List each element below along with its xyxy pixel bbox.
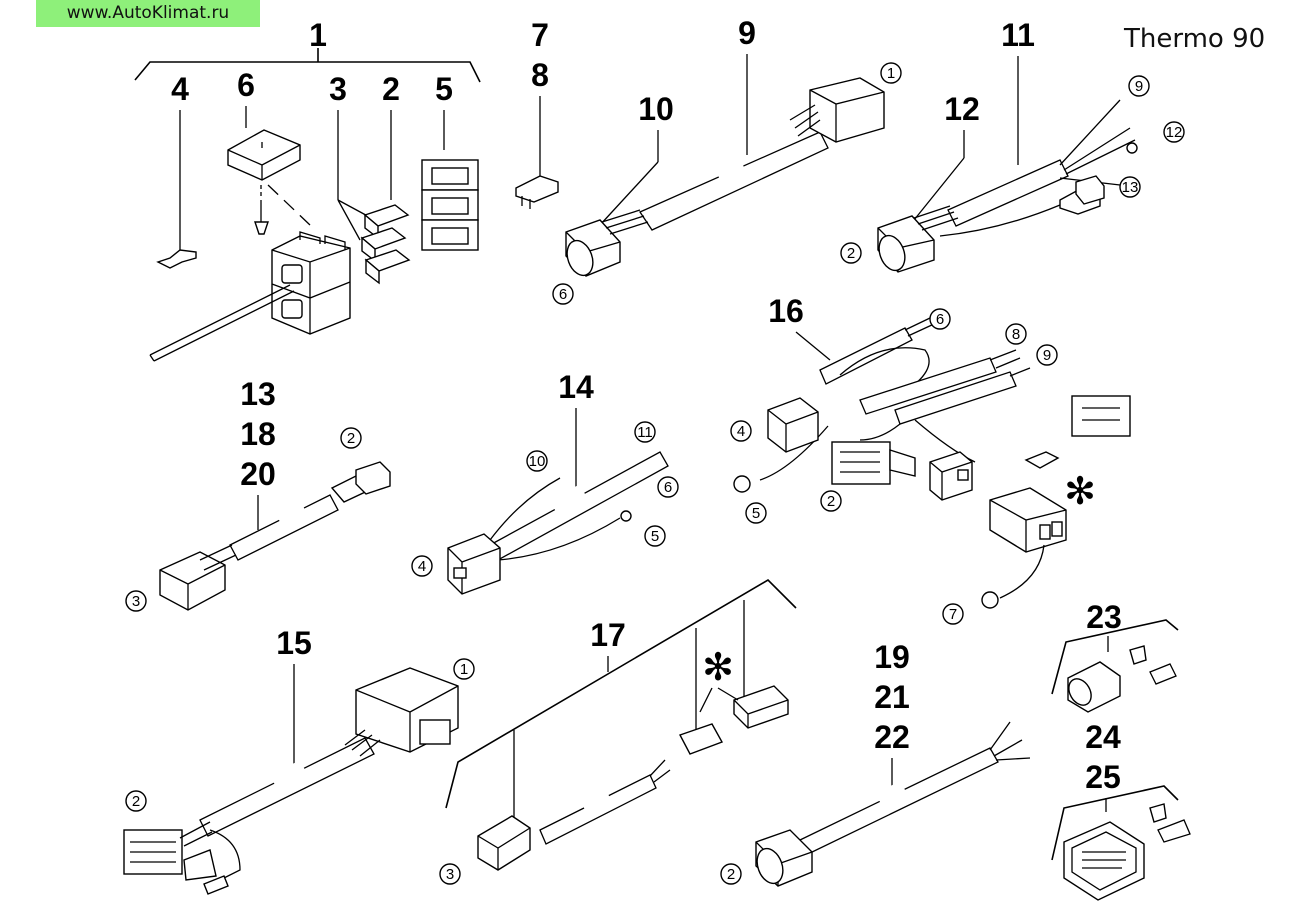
svg-text:12: 12 [1166,124,1183,141]
group-19-21-22-harness: 19 21 22 [755,639,1031,887]
callout-c2-a: 2 [840,242,862,264]
svg-text:2: 2 [347,430,355,447]
callout-c9-a: 9 [1128,75,1150,97]
callout-c6-c: 6 [657,476,679,498]
part-number-21: 21 [874,679,910,715]
callout-c6-a: 6 [552,283,574,305]
group-17-harness: 17 ✻ [445,578,797,871]
svg-text:3: 3 [132,593,140,610]
svg-text:2: 2 [827,493,835,510]
callout-c2-d: 2 [125,790,147,812]
part-number-4: 4 [171,71,189,107]
fuse-box-5 [421,159,479,251]
callout-c9-b: 9 [1036,344,1058,366]
group-9-10-harness: 9 10 [565,15,885,277]
svg-text:1: 1 [887,65,895,82]
group-23-connector: 23 [1051,599,1179,713]
part-number-3: 3 [329,71,347,107]
watermark[interactable]: www.AutoKlimat.ru [36,0,260,27]
part-number-7: 7 [531,17,549,53]
svg-text:4: 4 [737,423,745,440]
svg-text:5: 5 [651,528,659,545]
part-number-19: 19 [874,639,910,675]
group-14-harness: 14 [447,369,669,595]
group-1-fuse-holder: 1 4 6 3 2 5 [134,17,481,362]
part-number-10: 10 [638,91,674,127]
callout-c7: 7 [942,603,964,625]
callout-c2-c: 2 [340,427,362,449]
part-number-6: 6 [237,67,255,103]
diagram-title: Thermo 90 [1124,24,1266,54]
group-24-25-connector: 24 25 [1051,719,1191,901]
svg-text:4: 4 [418,558,426,575]
group-7-8-blade-fuse: 7 8 [515,17,559,209]
callout-c5-a: 5 [745,502,767,524]
svg-text:1: 1 [460,661,468,678]
part-number-9: 9 [738,15,756,51]
svg-text:10: 10 [529,453,546,470]
callout-c2-b: 2 [820,490,842,512]
callout-c10: 10 [526,450,548,472]
group-16-harness: 16 ✻ [733,293,1131,609]
part-number-20: 20 [240,456,276,492]
svg-text:7: 7 [949,606,957,623]
asterisk-mark-17: ✻ [702,645,734,689]
callout-c8: 8 [1005,323,1027,345]
callout-c2-e: 2 [720,863,742,885]
part-number-12: 12 [944,91,980,127]
part-number-11: 11 [1001,17,1035,53]
part-number-23: 23 [1086,599,1122,635]
svg-text:2: 2 [132,793,140,810]
asterisk-mark-16: ✻ [1064,469,1096,513]
fuse-3 [360,204,411,285]
part-number-15: 15 [276,625,312,661]
callout-c6-b: 6 [929,308,951,330]
callout-c5-b: 5 [644,525,666,547]
callout-c11: 11 [634,421,656,443]
svg-text:5: 5 [752,505,760,522]
svg-text:13: 13 [1122,179,1139,196]
callout-c1-a: 1 [880,62,902,84]
part-number-14: 14 [558,369,594,405]
callout-c4-a: 4 [730,420,752,442]
callout-c12: 12 [1163,121,1185,143]
callout-c1-b: 1 [453,658,475,680]
callout-c3-b: 3 [439,863,461,885]
callout-c4-b: 4 [411,555,433,577]
group-15-harness: 15 [123,625,459,895]
group-13-18-20-harness: 13 18 20 [159,376,391,611]
part-number-24: 24 [1085,719,1121,755]
part-number-8: 8 [531,57,549,93]
part-number-2: 2 [382,71,400,107]
svg-text:11: 11 [637,424,653,441]
svg-text:3: 3 [446,866,454,883]
part-number-13: 13 [240,376,276,412]
part-number-25: 25 [1085,759,1121,795]
group-11-12-harness: 11 12 [877,17,1138,273]
callout-c3-a: 3 [125,590,147,612]
svg-text:2: 2 [727,866,735,883]
svg-text:9: 9 [1043,347,1051,364]
svg-text:6: 6 [936,311,944,328]
part-number-5: 5 [435,71,453,107]
svg-text:6: 6 [559,286,567,303]
part-number-1: 1 [309,17,327,53]
part-number-18: 18 [240,416,276,452]
svg-text:6: 6 [664,479,672,496]
callout-c13: 13 [1119,176,1141,198]
svg-text:9: 9 [1135,78,1143,95]
svg-text:8: 8 [1012,326,1020,343]
part-number-16: 16 [768,293,804,329]
svg-text:2: 2 [847,245,855,262]
part-number-22: 22 [874,719,910,755]
part-number-17: 17 [590,617,626,653]
